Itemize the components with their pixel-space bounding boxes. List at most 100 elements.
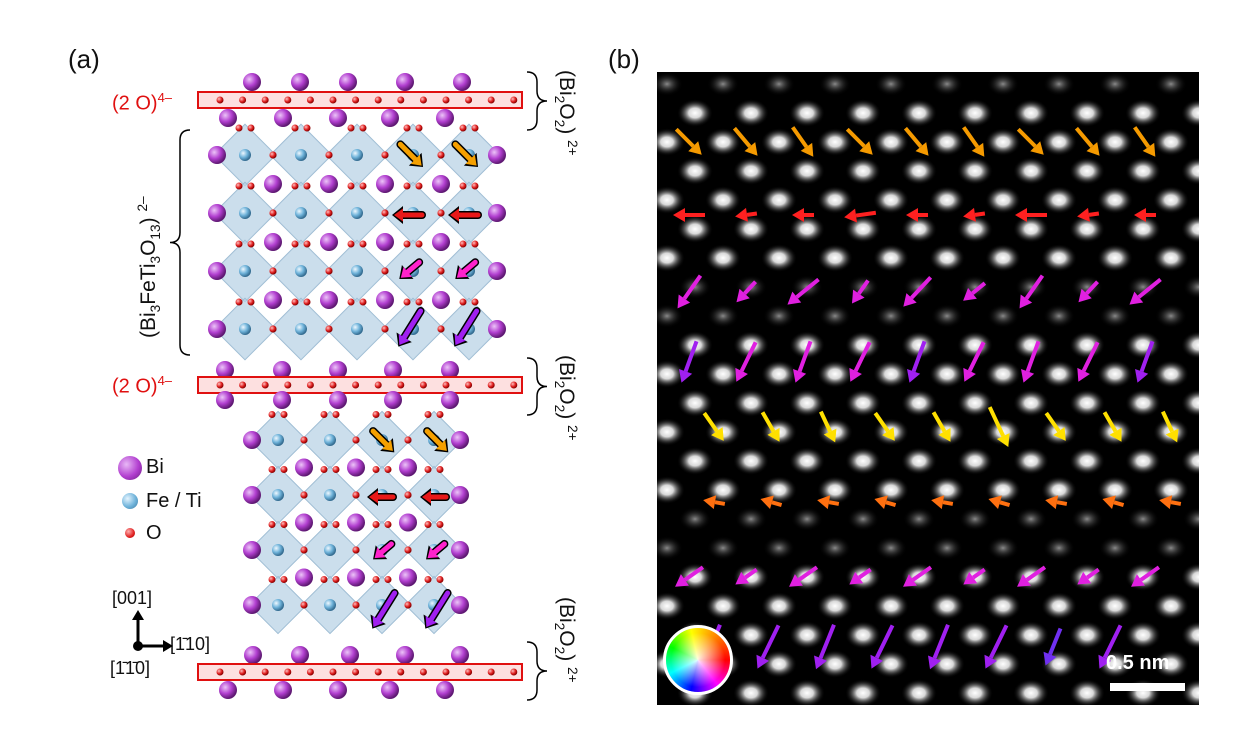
bi2o2-label-bottom: (Bi2O2) 2+ bbox=[551, 597, 580, 683]
polarization-vector bbox=[853, 341, 872, 372]
fe-ti-atom bbox=[272, 434, 284, 446]
atom-column bbox=[901, 215, 937, 243]
polarization-arrow bbox=[378, 541, 394, 555]
bi-atom bbox=[243, 486, 261, 504]
o-atom bbox=[303, 298, 311, 306]
polarization-vector-head bbox=[903, 574, 917, 587]
atom-column bbox=[903, 507, 935, 531]
polarization-arrow-head bbox=[398, 333, 410, 345]
atom-column bbox=[1097, 186, 1133, 214]
o-atom bbox=[216, 96, 224, 104]
bi-atom bbox=[396, 646, 414, 664]
fe-ti-atom bbox=[324, 434, 336, 446]
bi-atom bbox=[399, 458, 417, 477]
bi-atom bbox=[436, 109, 454, 127]
fe-ti-atom bbox=[351, 207, 363, 219]
atom-column bbox=[705, 186, 741, 214]
atom-column bbox=[791, 507, 823, 531]
polarization-vector bbox=[1025, 565, 1047, 582]
atom-column bbox=[733, 621, 769, 649]
atom-column bbox=[1181, 157, 1199, 185]
polarization-arrow bbox=[370, 428, 390, 448]
polarization-vector bbox=[967, 341, 986, 372]
o-atom bbox=[459, 182, 467, 190]
o-atom bbox=[372, 576, 380, 583]
o-atom bbox=[487, 381, 495, 389]
atom-column bbox=[1099, 72, 1131, 96]
atom-column bbox=[1069, 679, 1105, 705]
polarization-vector-head bbox=[1165, 428, 1179, 443]
bi-atom bbox=[243, 541, 261, 559]
o-atom bbox=[235, 182, 243, 190]
o-atom bbox=[280, 521, 288, 528]
bi-atom bbox=[451, 431, 469, 449]
o-atom bbox=[403, 182, 411, 190]
polarization-vector bbox=[932, 623, 950, 659]
polarization-vector bbox=[971, 281, 987, 295]
o-atom bbox=[419, 381, 427, 389]
atom-column bbox=[957, 215, 993, 243]
o-atom bbox=[280, 466, 288, 473]
atom-column bbox=[929, 650, 965, 678]
o-atom bbox=[352, 668, 360, 676]
oxygen-layer-band bbox=[197, 91, 523, 109]
o-atom bbox=[372, 411, 380, 418]
o-atom bbox=[374, 96, 382, 104]
atom-column bbox=[929, 360, 965, 388]
atom-column bbox=[1153, 186, 1189, 214]
o-atom bbox=[325, 325, 333, 333]
o-atom bbox=[374, 381, 382, 389]
atom-column bbox=[679, 275, 711, 299]
atom-column bbox=[845, 389, 881, 417]
polarization-vector-head bbox=[823, 428, 837, 443]
polarization-vector bbox=[714, 500, 726, 506]
o-atom bbox=[459, 240, 467, 248]
polarization-vector-head bbox=[1142, 142, 1156, 157]
polarization-arrow-head bbox=[454, 333, 466, 345]
atom-column bbox=[957, 331, 993, 359]
polarization-vector-head bbox=[849, 571, 864, 585]
o-atom bbox=[280, 576, 288, 583]
atom-column bbox=[657, 476, 685, 504]
o-atom bbox=[239, 381, 247, 389]
o-atom bbox=[415, 240, 423, 248]
o-atom bbox=[384, 466, 392, 473]
scale-bar-label: 0.5 nm bbox=[1106, 652, 1170, 674]
atom-column bbox=[733, 331, 769, 359]
polarization-vector-head bbox=[673, 208, 685, 222]
polarization-vector-head bbox=[792, 208, 804, 222]
o-atom bbox=[372, 521, 380, 528]
atom-column bbox=[929, 244, 965, 272]
polarization-arrow-head bbox=[381, 439, 393, 451]
atom-column bbox=[985, 650, 1021, 678]
polarization-vector bbox=[1044, 411, 1061, 433]
o-atom bbox=[268, 466, 276, 473]
oxide-label-middle: (2 O)4– bbox=[112, 373, 173, 398]
bi-atom bbox=[399, 513, 417, 532]
polarization-vector-head bbox=[1017, 574, 1031, 587]
atom-column bbox=[657, 592, 685, 620]
polarization-vector-head bbox=[938, 427, 951, 442]
perovskite-block-label: (Bi3FeTi3O13) 2– bbox=[135, 196, 164, 338]
bi-atom bbox=[264, 175, 282, 193]
axis-label-1bar10: [1̄10] bbox=[170, 634, 211, 654]
o-atom bbox=[415, 124, 423, 132]
atom-column bbox=[875, 536, 907, 560]
color-wheel-legend bbox=[663, 625, 733, 695]
fe-ti-atom bbox=[295, 207, 307, 219]
polarization-vector-head bbox=[984, 654, 998, 669]
polarization-vector-head bbox=[1077, 571, 1092, 585]
atom-column bbox=[1181, 99, 1199, 127]
o-atom bbox=[332, 411, 340, 418]
polarization-vector bbox=[1102, 624, 1123, 659]
o-atom bbox=[374, 668, 382, 676]
o-atom bbox=[325, 267, 333, 275]
bi-atom bbox=[274, 109, 292, 127]
atom-column bbox=[705, 244, 741, 272]
o-atom bbox=[442, 96, 450, 104]
bi-atom bbox=[488, 262, 506, 280]
o-atom bbox=[437, 151, 445, 159]
o-atom bbox=[465, 381, 473, 389]
o-atom bbox=[306, 96, 314, 104]
polarization-vector-head bbox=[1086, 142, 1100, 156]
